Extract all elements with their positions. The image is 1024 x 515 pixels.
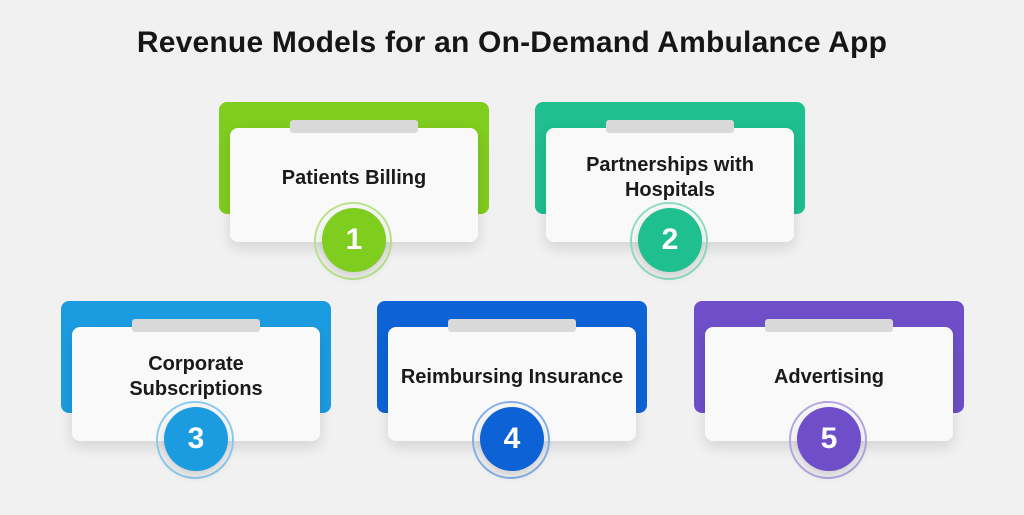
number-badge: 4 [480, 407, 544, 471]
card-tab [765, 319, 893, 332]
card-tab [132, 319, 260, 332]
badge-ring [789, 401, 867, 479]
model-label: Patients Billing [281, 166, 427, 189]
revenue-model-5: Advertising 5 [694, 301, 964, 479]
badge-ring [472, 401, 550, 479]
number-badge: 1 [322, 208, 386, 272]
number-badge: 2 [638, 208, 702, 272]
badge-ring [314, 202, 392, 280]
revenue-model-2: Partnerships with Hospitals 2 [535, 102, 805, 280]
model-label: Advertising [773, 365, 885, 388]
number-badge: 3 [164, 407, 228, 471]
model-label: Reimbursing Insurance [400, 365, 624, 388]
revenue-model-4: Reimbursing Insurance 4 [377, 301, 647, 479]
revenue-model-1: Patients Billing 1 [219, 102, 489, 280]
badge-ring [630, 202, 708, 280]
number-badge: 5 [797, 407, 861, 471]
card-tab [290, 120, 418, 133]
revenue-model-3: Corporate Subscriptions 3 [61, 301, 331, 479]
badge-ring [156, 401, 234, 479]
model-label: Corporate Subscriptions [129, 353, 263, 400]
card-tab [448, 319, 576, 332]
model-label: Partnerships with Hospitals [586, 154, 754, 201]
card-tab [606, 120, 734, 133]
page-title: Revenue Models for an On-Demand Ambulanc… [136, 26, 888, 59]
